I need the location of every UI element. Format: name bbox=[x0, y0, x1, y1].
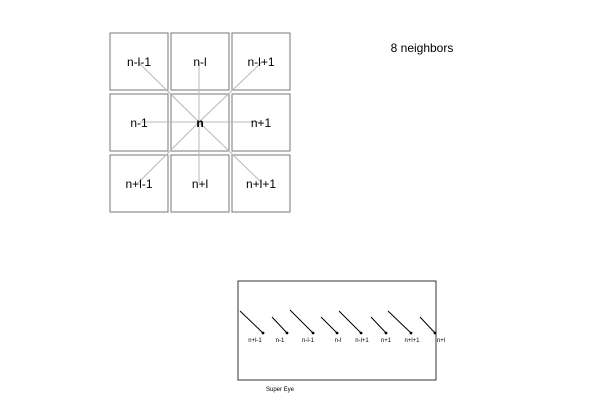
connector-line bbox=[198, 121, 263, 184]
cell-label: n bbox=[196, 116, 203, 130]
cell-label: n-l bbox=[193, 55, 206, 69]
grid-cell bbox=[170, 154, 230, 213]
eye-point bbox=[311, 331, 315, 335]
super-eye-caption: Super Eye bbox=[266, 387, 295, 393]
eye-label: n+l+1 bbox=[404, 338, 420, 344]
cell-label: n-1 bbox=[130, 116, 148, 130]
cell-label: n-l-1 bbox=[127, 55, 151, 69]
cell-label: n+1 bbox=[251, 116, 272, 130]
eye-point bbox=[409, 331, 413, 335]
eye-point bbox=[433, 331, 437, 335]
eye-label: n-1 bbox=[276, 338, 285, 344]
cell-label: n+l bbox=[192, 177, 208, 191]
eye-ray bbox=[387, 310, 412, 334]
eye-ray bbox=[271, 316, 288, 334]
super-eye-box bbox=[237, 280, 437, 381]
grid-cell bbox=[109, 32, 169, 91]
connector-line bbox=[137, 61, 200, 123]
eye-ray bbox=[320, 316, 338, 334]
grid-cell bbox=[231, 32, 291, 91]
eye-point bbox=[335, 331, 339, 335]
eye-ray bbox=[419, 316, 436, 334]
eye-point bbox=[359, 331, 363, 335]
eye-label: n-l+1 bbox=[355, 338, 369, 344]
eye-label: n+l bbox=[437, 338, 445, 344]
cell-label: n-l+1 bbox=[247, 55, 274, 69]
eye-label: n+1 bbox=[381, 338, 392, 344]
eye-point bbox=[285, 331, 289, 335]
grid-cell bbox=[170, 32, 230, 91]
eye-label: n-l-1 bbox=[302, 338, 315, 344]
diagram-title: 8 neighbors bbox=[391, 41, 454, 55]
eye-ray bbox=[370, 316, 387, 334]
eye-ray bbox=[338, 310, 362, 334]
grid-cell bbox=[231, 154, 291, 213]
eye-ray bbox=[239, 310, 264, 334]
eye-label: n+l-1 bbox=[248, 338, 262, 344]
connector-line bbox=[198, 61, 263, 123]
grid-cell bbox=[109, 154, 169, 213]
eye-ray bbox=[289, 309, 314, 334]
cell-label: n+l-1 bbox=[125, 177, 152, 191]
eye-label: n-l bbox=[335, 338, 342, 344]
cell-label: n+l+1 bbox=[246, 177, 276, 191]
eye-point bbox=[261, 331, 265, 335]
eye-point bbox=[384, 331, 388, 335]
connector-line bbox=[137, 121, 200, 184]
